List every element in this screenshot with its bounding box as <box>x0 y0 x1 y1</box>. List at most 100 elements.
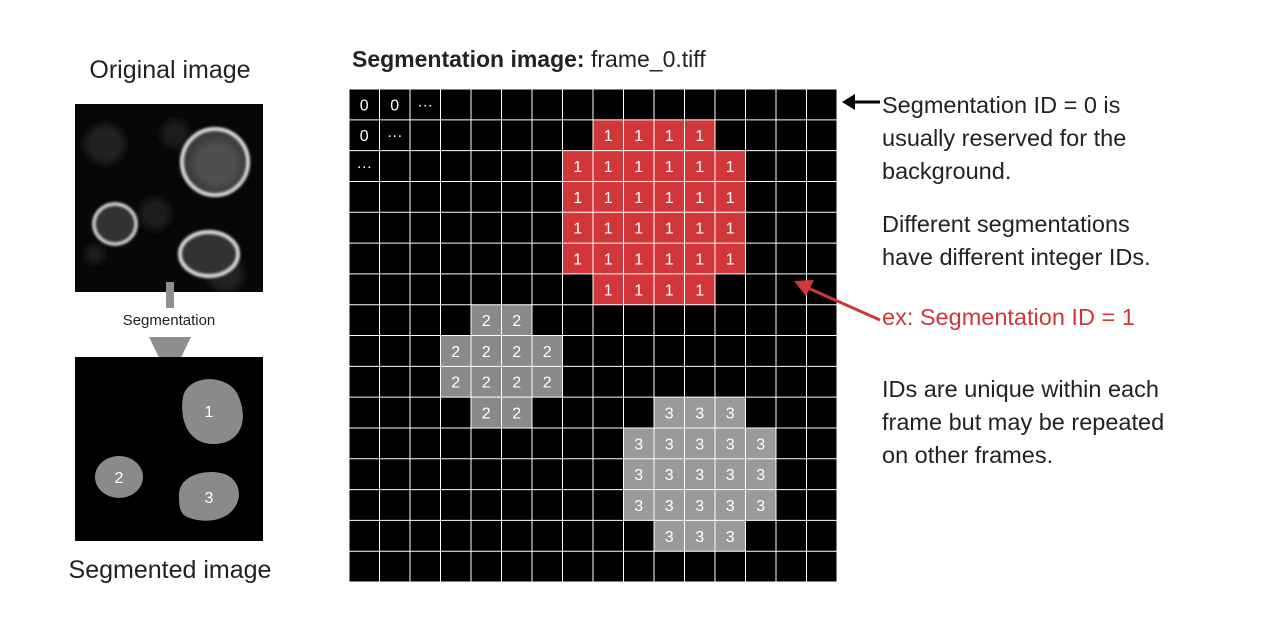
ids-note: Different segmentations have different i… <box>882 208 1151 274</box>
segmented-masks: 1 2 3 <box>75 357 263 541</box>
grid-cell-id-2 <box>471 366 502 398</box>
grid-cell-id-2 <box>532 335 563 367</box>
grid-cell-label: 1 <box>604 221 613 238</box>
grid-cell-label: 1 <box>604 128 613 145</box>
grid-cell-label: 2 <box>512 313 521 330</box>
grid-cell-label: 1 <box>665 128 674 145</box>
grid-cell-label: 3 <box>726 498 735 515</box>
grid-cell-id-1 <box>593 119 624 151</box>
grid-cell-label: 3 <box>695 467 704 484</box>
grid-cell-id-1 <box>715 150 746 182</box>
unique-note-line-3: on other frames. <box>882 442 1054 468</box>
grid-cell-label: 2 <box>543 344 552 361</box>
grid-cell-id-3 <box>684 489 715 521</box>
grid-cell-id-3 <box>654 458 685 490</box>
grid-cell-label: 2 <box>482 406 491 423</box>
grid-cell-label: 2 <box>512 406 521 423</box>
grid-cell-id-3 <box>745 489 776 521</box>
grid-cell-id-3 <box>654 489 685 521</box>
unique-note-line-2: frame but may be repeated <box>882 409 1165 435</box>
grid-cell-id-3 <box>623 458 654 490</box>
original-microscopy-image <box>75 104 263 292</box>
grid-cell-id-3 <box>684 520 715 552</box>
grid-cell-label: 1 <box>695 128 704 145</box>
grid-cell-id-3 <box>715 397 746 428</box>
grid-cell-id-1 <box>623 243 654 274</box>
grid-title: Segmentation image: frame_0.tiff <box>352 46 706 73</box>
grid-cell-label: 1 <box>726 190 735 207</box>
grid-cell-label: 2 <box>512 344 521 361</box>
grid-cell-label: 1 <box>573 159 582 176</box>
grid-cell-label: 1 <box>665 159 674 176</box>
grid-cell-id-2 <box>440 366 471 398</box>
grid-cell-id-1 <box>562 181 593 213</box>
grid-cell-label: 3 <box>695 436 704 453</box>
grid-cell-label: 1 <box>665 282 674 299</box>
unique-note-line-1: IDs are unique within each <box>882 376 1159 402</box>
grid-cell-label: 1 <box>665 251 674 268</box>
grid-cell-label: 1 <box>726 221 735 238</box>
grid-cell-label: 1 <box>634 128 643 145</box>
grid-cell-id-1 <box>684 273 715 305</box>
grid-cell-id-3 <box>623 427 654 459</box>
grid-cell-label: 1 <box>604 190 613 207</box>
grid-cell-id-1 <box>593 212 624 244</box>
grid-cell-id-1 <box>684 212 715 244</box>
grid-cell-label: 1 <box>604 159 613 176</box>
grid-background-label: … <box>417 93 433 110</box>
grid-cell-label: 2 <box>451 344 460 361</box>
grid-cell-id-1 <box>654 273 685 305</box>
example-arrow <box>794 280 881 322</box>
grid-cell-id-2 <box>501 304 532 336</box>
grid-cell-label: 1 <box>665 190 674 207</box>
grid-cell-label: 3 <box>726 529 735 546</box>
grid-cell-label: 3 <box>665 467 674 484</box>
grid-cell-label: 3 <box>726 467 735 484</box>
grid-cell-label: 3 <box>634 436 643 453</box>
grid-cell-label: 1 <box>634 282 643 299</box>
example-note: ex: Segmentation ID = 1 <box>882 304 1135 330</box>
grid-cell-label: 1 <box>573 190 582 207</box>
grid-cell-id-1 <box>593 150 624 182</box>
grid-cell-id-3 <box>654 427 685 459</box>
grid-cell-label: 3 <box>756 498 765 515</box>
grid-cell-id-3 <box>684 397 715 428</box>
grid-cell-id-2 <box>501 397 532 428</box>
grid-cell-label: 1 <box>634 190 643 207</box>
grid-cell-id-1 <box>623 273 654 305</box>
segment-1-mask <box>182 379 243 445</box>
grid-cell-id-1 <box>593 181 624 213</box>
grid-cell-id-1 <box>562 150 593 182</box>
grid-cell-id-1 <box>623 212 654 244</box>
grid-cell-label: 1 <box>634 159 643 176</box>
grid-cell-id-1 <box>715 243 746 274</box>
grid-cell-id-1 <box>654 212 685 244</box>
grid-cell-id-1 <box>654 119 685 151</box>
grid-background-label: … <box>387 124 403 141</box>
grid-cell-label: 1 <box>665 221 674 238</box>
grid-cell-label: 2 <box>482 313 491 330</box>
grid-cell-id-1 <box>623 150 654 182</box>
grid-cell-id-3 <box>745 427 776 459</box>
grid-cell-label: 1 <box>695 251 704 268</box>
segment-1-label: 1 <box>205 404 214 421</box>
grid-cell-label: 3 <box>665 406 674 423</box>
grid-cell-label: 1 <box>726 251 735 268</box>
grid-cell-label: 3 <box>726 406 735 423</box>
ids-note-line-1: Different segmentations <box>882 211 1130 237</box>
grid-cell-label: 3 <box>634 498 643 515</box>
grid-cell-id-1 <box>623 181 654 213</box>
grid-cell-label: 3 <box>756 467 765 484</box>
grid-cell-label: 1 <box>695 159 704 176</box>
grid-cell-label: 3 <box>695 498 704 515</box>
grid-cell-id-3 <box>654 397 685 428</box>
grid-cell-label: 2 <box>451 375 460 392</box>
grid-cell-id-3 <box>745 458 776 490</box>
grid-title-bold: Segmentation image: <box>352 46 585 72</box>
grid-cell-id-1 <box>654 181 685 213</box>
grid-cell-id-1 <box>654 243 685 274</box>
grid-cell-id-1 <box>684 181 715 213</box>
grid-cell-id-1 <box>623 119 654 151</box>
grid-cell-id-2 <box>532 366 563 398</box>
